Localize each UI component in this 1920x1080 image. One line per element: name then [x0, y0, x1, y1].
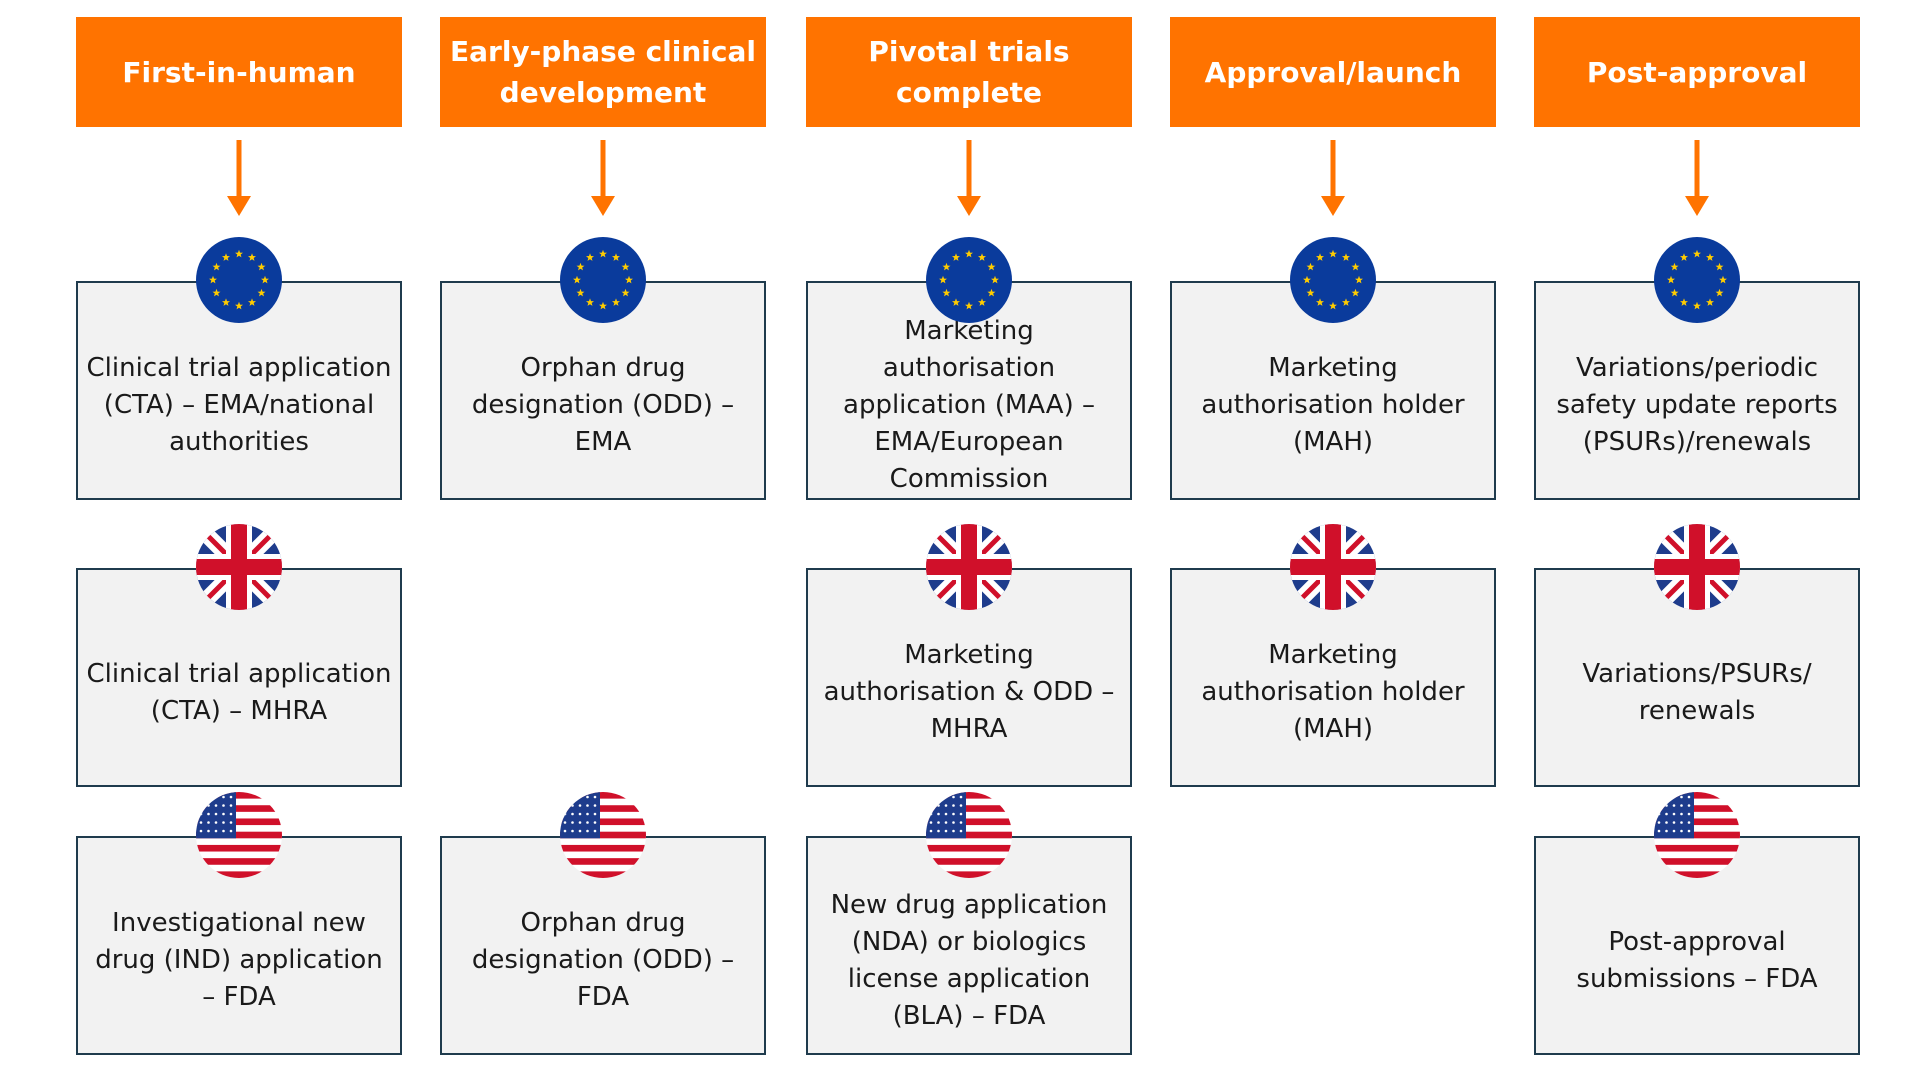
us-flag-icon — [196, 792, 282, 878]
uk-flag-icon — [1654, 524, 1740, 610]
eu-submission-box: Marketing authorisation holder (MAH) — [1170, 281, 1496, 500]
stage-header: Early-phase clinical development — [440, 17, 766, 127]
down-arrow-icon — [227, 140, 251, 216]
uk-submission-box: Marketing authorisation holder (MAH) — [1170, 568, 1496, 787]
eu-flag-icon — [560, 237, 646, 323]
stage-header: Pivotal trials complete — [806, 17, 1132, 127]
stage-header: First-in-human — [76, 17, 402, 127]
down-arrow-icon — [591, 140, 615, 216]
down-arrow-icon — [1685, 140, 1709, 216]
uk-flag-icon — [926, 524, 1012, 610]
eu-flag-icon — [926, 237, 1012, 323]
eu-flag-icon — [196, 237, 282, 323]
uk-flag-icon — [1290, 524, 1376, 610]
us-flag-icon — [1654, 792, 1740, 878]
us-flag-icon — [560, 792, 646, 878]
stage-header: Approval/launch — [1170, 17, 1496, 127]
eu-flag-icon — [1654, 237, 1740, 323]
down-arrow-icon — [1321, 140, 1345, 216]
eu-submission-box: Orphan drug designation (ODD) – EMA — [440, 281, 766, 500]
eu-submission-box: Marketing authorisation application (MAA… — [806, 281, 1132, 500]
us-flag-icon — [926, 792, 1012, 878]
uk-flag-icon — [196, 524, 282, 610]
eu-flag-icon — [1290, 237, 1376, 323]
stage-header: Post-approval — [1534, 17, 1860, 127]
down-arrow-icon — [957, 140, 981, 216]
